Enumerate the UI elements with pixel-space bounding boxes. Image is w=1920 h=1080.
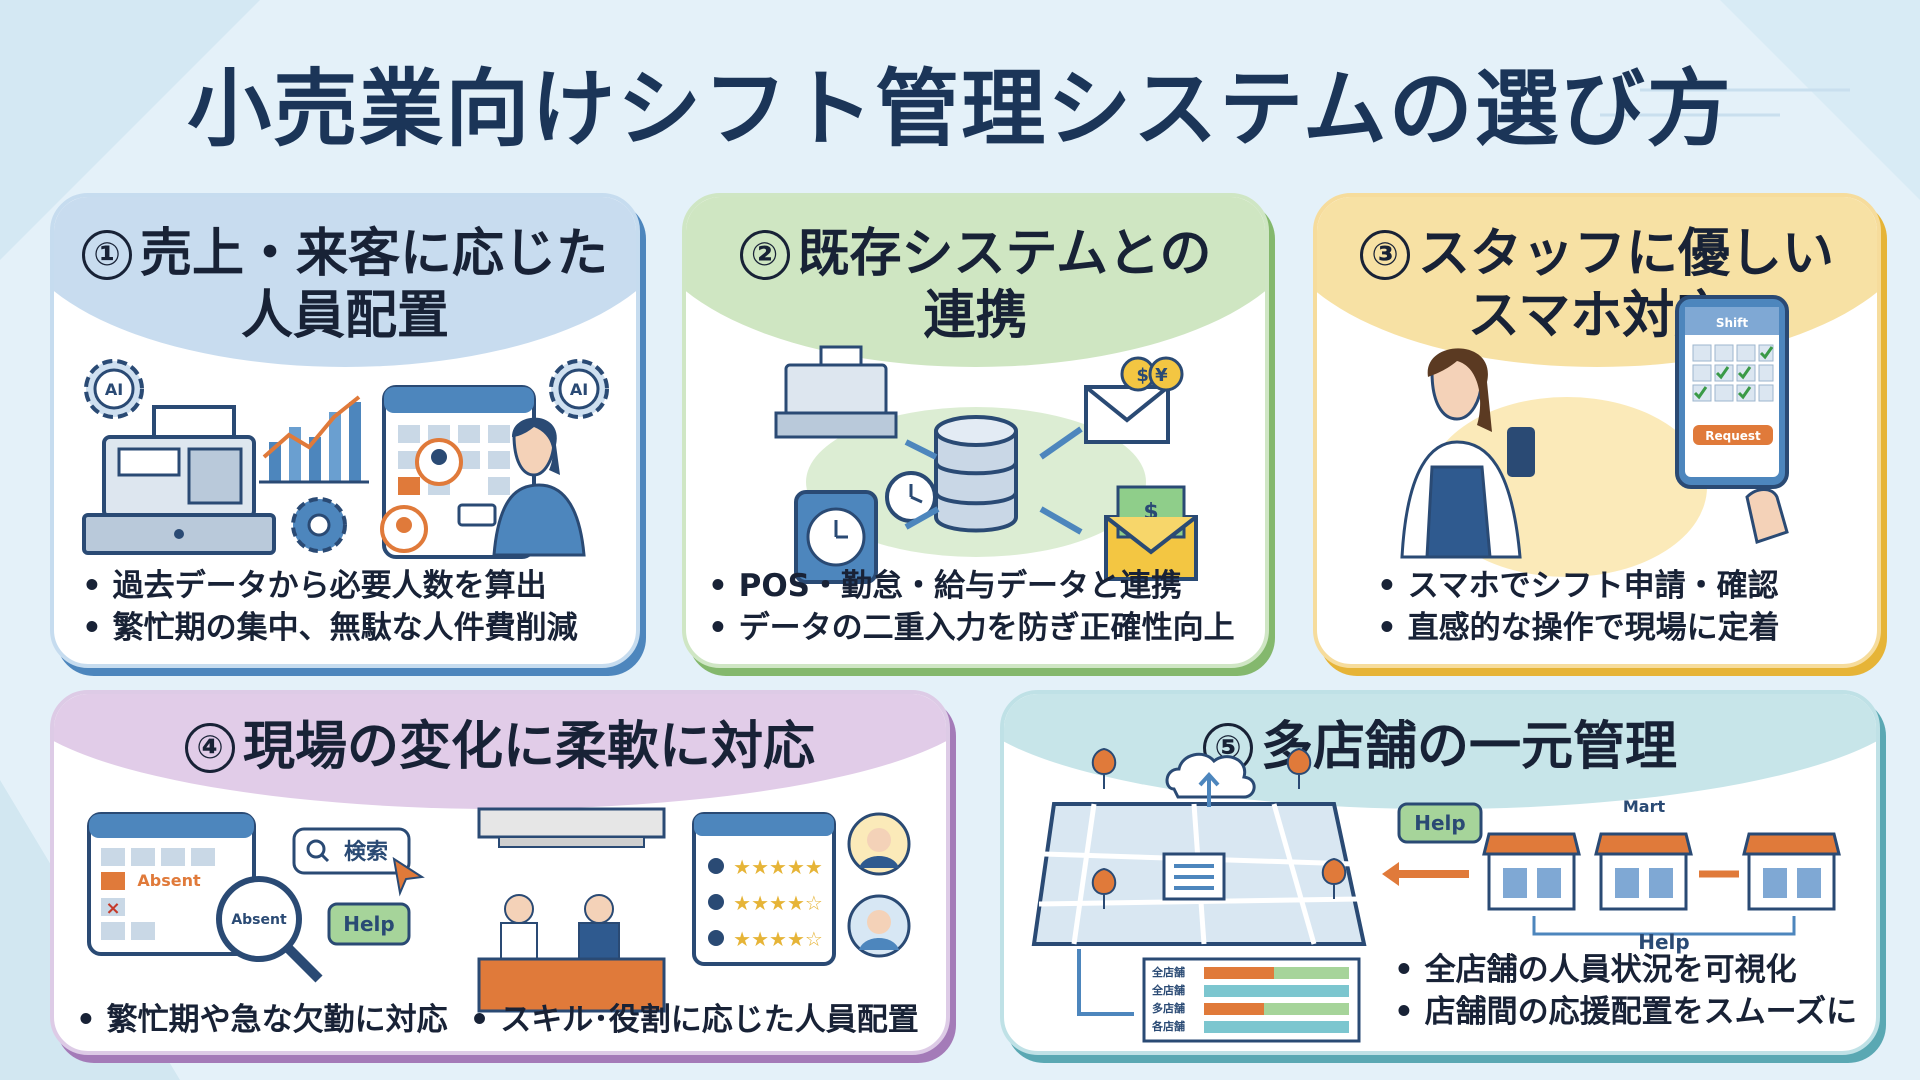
ai-gear-icon: AI — [549, 359, 609, 419]
svg-text:Mart: Mart — [1623, 797, 1666, 816]
multi-store-illustration: 全店舗 全店舗 多店舗 各店舗 Help Mart — [1031, 747, 1841, 1043]
integration-illustration: $ ¥ $ — [774, 345, 1198, 584]
staff-person-icon — [1400, 348, 1535, 559]
svg-text:×: × — [105, 898, 120, 919]
svg-text:Help: Help — [1414, 811, 1465, 835]
bullet-item: データの二重入力を防ぎ正確性向上 — [708, 607, 1235, 649]
bullet-item: 全店舗の人員状況を可視化 — [1394, 949, 1857, 991]
bullet-item: スキル･役割に応じた人員配置 — [470, 1002, 919, 1038]
staff-person-icon — [457, 417, 586, 557]
card-number: ④ — [184, 723, 235, 773]
svg-text:AI: AI — [105, 380, 123, 399]
flow-arrow-icon — [1077, 949, 1134, 1016]
svg-text:全店舗: 全店舗 — [1151, 965, 1185, 979]
help-flow-arrow-icon — [1532, 916, 1796, 936]
card-bullets: 全店舗の人員状況を可視化 店舗間の応援配置をスムーズに — [1394, 949, 1857, 1033]
bullet-item: 繁忙期や急な欠勤に対応 — [76, 1002, 448, 1038]
svg-text:$ ¥: $ ¥ — [1136, 365, 1168, 386]
svg-text:Shift: Shift — [1716, 316, 1749, 330]
sync-arrows-icon — [904, 426, 1083, 535]
sales-illustration: AI AI — [82, 359, 609, 559]
map-icon — [1031, 802, 1367, 946]
svg-text:多店舗: 多店舗 — [1152, 1001, 1185, 1015]
magnifier-icon: Absent — [216, 876, 323, 983]
svg-text:★★★★☆: ★★★★☆ — [733, 891, 823, 915]
mobile-illustration: Shift Request — [1400, 295, 1789, 577]
cash-register-icon — [774, 345, 898, 439]
bullet-item: 過去データから必要人数を算出 — [82, 565, 578, 607]
svg-text:Absent: Absent — [137, 871, 201, 890]
card-bullets: スマホでシフト申請・確認 直感的な操作で現場に定着 — [1377, 565, 1780, 649]
payroll-envelope-icon: $ ¥ — [1084, 356, 1184, 444]
help-bubble-icon: Help — [327, 902, 411, 946]
page-title: 小売業向けシフト管理システムの選び方 — [187, 60, 1733, 158]
tap-hand-icon — [1745, 488, 1789, 544]
avatar-icon — [847, 812, 911, 876]
card-bullets: 過去データから必要人数を算出 繁忙期の集中、無駄な人件費削減 — [82, 565, 578, 649]
flexibility-illustration: Absent × Absent 検索 Help — [87, 807, 911, 1013]
card-number: ① — [81, 230, 132, 280]
svg-text:AI: AI — [570, 380, 588, 399]
skill-rating-icon: ★★★★★ ★★★★☆ ★★★★☆ — [692, 812, 836, 966]
store-icon — [1594, 832, 1693, 911]
sales-chart-icon — [259, 395, 369, 484]
bullet-item: 直感的な操作で現場に定着 — [1377, 607, 1780, 649]
store-icon — [1482, 832, 1581, 911]
svg-text:Help: Help — [343, 912, 394, 936]
card-bullets: 繁忙期や急な欠勤に対応スキル･役割に応じた人員配置 — [76, 994, 919, 1039]
svg-text:Request: Request — [1705, 429, 1761, 443]
bullet-item: 店舗間の応援配置をスムーズに — [1394, 991, 1857, 1033]
svg-text:検索: 検索 — [344, 840, 388, 865]
ai-gear-icon: AI — [84, 359, 144, 419]
search-bubble-icon: 検索 — [292, 827, 425, 897]
bullet-item: スマホでシフト申請・確認 — [1377, 565, 1780, 607]
cloud-icon — [1165, 752, 1256, 807]
kitchen-icon — [477, 807, 666, 1013]
card-number: ② — [739, 230, 790, 280]
card-banner — [686, 197, 1265, 367]
store-icon — [1742, 832, 1841, 911]
smartphone-icon: Shift Request — [1675, 295, 1789, 489]
card-number: ③ — [1359, 230, 1410, 280]
bullet-item: 繁忙期の集中、無駄な人件費削減 — [82, 607, 578, 649]
svg-text:各店舗: 各店舗 — [1151, 1019, 1185, 1033]
bullet-item: POS・勤怠・給与データと連携 — [708, 565, 1235, 607]
card-bullets: POS・勤怠・給与データと連携 データの二重入力を防ぎ正確性向上 — [708, 565, 1235, 649]
help-bubble-icon: Help — [1397, 802, 1483, 844]
svg-text:全店舗: 全店舗 — [1151, 983, 1185, 997]
store-status-table-icon: 全店舗 全店舗 多店舗 各店舗 — [1142, 957, 1361, 1043]
gear-icon — [291, 497, 347, 553]
svg-text:★★★★★: ★★★★★ — [733, 855, 823, 879]
database-icon — [934, 415, 1018, 533]
location-pin-icon — [1091, 747, 1347, 909]
calendar-icon: Absent × — [87, 812, 256, 956]
cash-register-icon — [82, 405, 276, 555]
svg-text:★★★★☆: ★★★★☆ — [733, 927, 823, 951]
svg-text:Absent: Absent — [231, 912, 287, 928]
card-banner — [54, 197, 636, 367]
avatar-icon — [847, 894, 911, 958]
